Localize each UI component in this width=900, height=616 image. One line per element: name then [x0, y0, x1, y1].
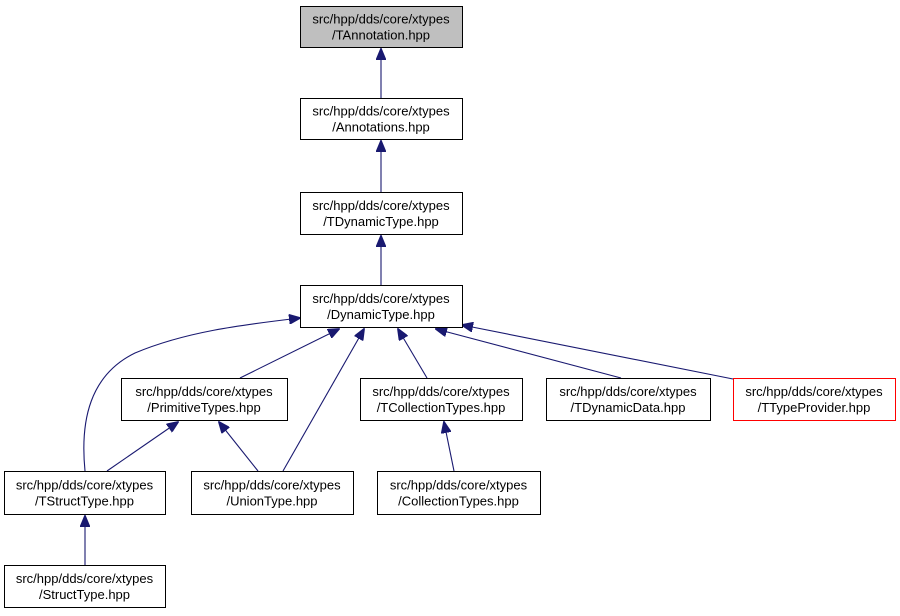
edge-uniontype-to-primitivetypes: [219, 422, 259, 472]
node-path-label: src/hpp/dds/core/xtypes: [16, 571, 154, 586]
node-box: [300, 6, 463, 48]
node-file-label: /TStructType.hpp: [35, 494, 134, 509]
edge-tstructtype-to-dynamictype: [83, 318, 300, 472]
node-dynamictype[interactable]: src/hpp/dds/core/xtypes/DynamicType.hpp: [300, 285, 463, 328]
node-path-label: src/hpp/dds/core/xtypes: [16, 478, 154, 493]
edge-tcollectiontypes-to-dynamictype: [398, 329, 428, 379]
node-file-label: /PrimitiveTypes.hpp: [147, 400, 260, 415]
node-tdynamictype[interactable]: src/hpp/dds/core/xtypes/TDynamicType.hpp: [300, 192, 463, 235]
node-box: [191, 471, 354, 515]
node-ttypeprovider[interactable]: src/hpp/dds/core/xtypes/TTypeProvider.hp…: [733, 378, 896, 421]
node-path-label: src/hpp/dds/core/xtypes: [203, 478, 341, 493]
node-box: [300, 285, 463, 328]
node-path-label: src/hpp/dds/core/xtypes: [390, 478, 528, 493]
node-file-label: /TAnnotation.hpp: [332, 28, 430, 43]
node-file-label: /TCollectionTypes.hpp: [377, 400, 506, 415]
node-file-label: /Annotations.hpp: [332, 120, 430, 135]
node-path-label: src/hpp/dds/core/xtypes: [745, 384, 883, 399]
node-primitivetypes[interactable]: src/hpp/dds/core/xtypes/PrimitiveTypes.h…: [121, 378, 288, 421]
node-tannotation[interactable]: src/hpp/dds/core/xtypes/TAnnotation.hpp: [300, 6, 463, 48]
node-path-label: src/hpp/dds/core/xtypes: [559, 384, 697, 399]
node-tcollectiontypes[interactable]: src/hpp/dds/core/xtypes/TCollectionTypes…: [360, 378, 523, 421]
node-structtype[interactable]: src/hpp/dds/core/xtypes/StructType.hpp: [4, 565, 166, 608]
edge-uniontype-to-dynamictype: [282, 329, 364, 472]
node-file-label: /CollectionTypes.hpp: [398, 494, 519, 509]
node-tdynamicdata[interactable]: src/hpp/dds/core/xtypes/TDynamicData.hpp: [546, 378, 711, 421]
node-box: [121, 378, 288, 421]
node-box: [4, 565, 166, 608]
node-path-label: src/hpp/dds/core/xtypes: [312, 12, 450, 27]
node-file-label: /TTypeProvider.hpp: [758, 400, 871, 415]
node-box: [546, 378, 711, 421]
node-path-label: src/hpp/dds/core/xtypes: [372, 384, 510, 399]
node-annotations[interactable]: src/hpp/dds/core/xtypes/Annotations.hpp: [300, 98, 463, 140]
node-box: [300, 192, 463, 235]
node-file-label: /StructType.hpp: [39, 587, 130, 602]
node-file-label: /DynamicType.hpp: [327, 307, 435, 322]
node-file-label: /TDynamicType.hpp: [323, 214, 439, 229]
nodes-layer: src/hpp/dds/core/xtypes/TAnnotation.hpps…: [4, 6, 896, 608]
node-box: [4, 471, 166, 515]
node-box: [377, 471, 541, 515]
node-path-label: src/hpp/dds/core/xtypes: [312, 291, 450, 306]
edge-tdynamicdata-to-dynamictype: [436, 329, 622, 379]
node-path-label: src/hpp/dds/core/xtypes: [135, 384, 273, 399]
edge-ttypeprovider-to-dynamictype: [462, 325, 734, 380]
node-box: [360, 378, 523, 421]
node-box: [733, 378, 896, 421]
edge-collectiontypes-to-tcollectiontypes: [444, 422, 455, 472]
node-path-label: src/hpp/dds/core/xtypes: [312, 198, 450, 213]
edge-tstructtype-to-primitivetypes: [106, 422, 178, 472]
node-uniontype[interactable]: src/hpp/dds/core/xtypes/UnionType.hpp: [191, 471, 354, 515]
edges-layer: [83, 49, 734, 565]
node-file-label: /UnionType.hpp: [226, 494, 317, 509]
node-collectiontypes[interactable]: src/hpp/dds/core/xtypes/CollectionTypes.…: [377, 471, 541, 515]
node-path-label: src/hpp/dds/core/xtypes: [312, 104, 450, 119]
edge-primitivetypes-to-dynamictype: [239, 329, 339, 379]
node-tstructtype[interactable]: src/hpp/dds/core/xtypes/TStructType.hpp: [4, 471, 166, 515]
node-box: [300, 98, 463, 140]
node-file-label: /TDynamicData.hpp: [571, 400, 686, 415]
